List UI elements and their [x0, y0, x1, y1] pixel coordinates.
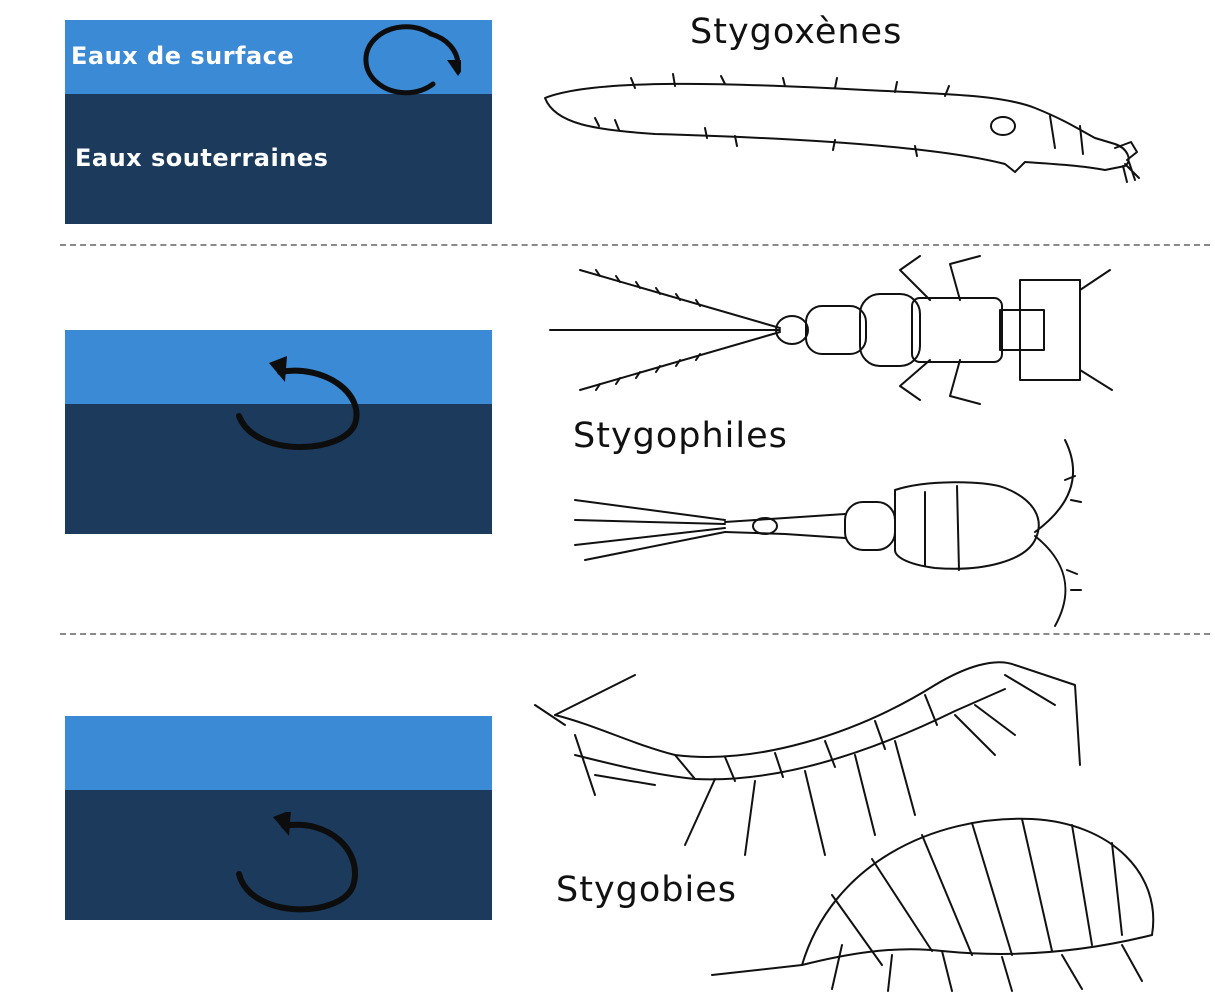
mayfly-nymph-icon	[540, 250, 1120, 410]
clockwise-arrow-icon	[361, 20, 461, 110]
counterclockwise-arrow-icon	[225, 354, 365, 454]
surface-water-label: Eaux de surface	[71, 42, 294, 70]
category-label-stygoxenes: Stygoxènes	[690, 12, 902, 52]
groundwater-label: Eaux souterraines	[75, 144, 328, 172]
copepod-icon	[565, 440, 1105, 630]
section-divider	[60, 633, 1210, 635]
water-diagram-stygoxenes: Eaux de surface Eaux souterraines	[65, 20, 492, 224]
category-label-stygobies: Stygobies	[556, 870, 737, 910]
counterclockwise-arrow-icon	[229, 812, 369, 922]
isopod-icon	[712, 805, 1172, 995]
surface-water-band	[65, 716, 492, 790]
water-diagram-stygophiles	[65, 330, 492, 534]
water-diagram-stygobies	[65, 716, 492, 920]
insect-larva-icon	[535, 68, 1145, 188]
section-divider	[60, 244, 1210, 246]
